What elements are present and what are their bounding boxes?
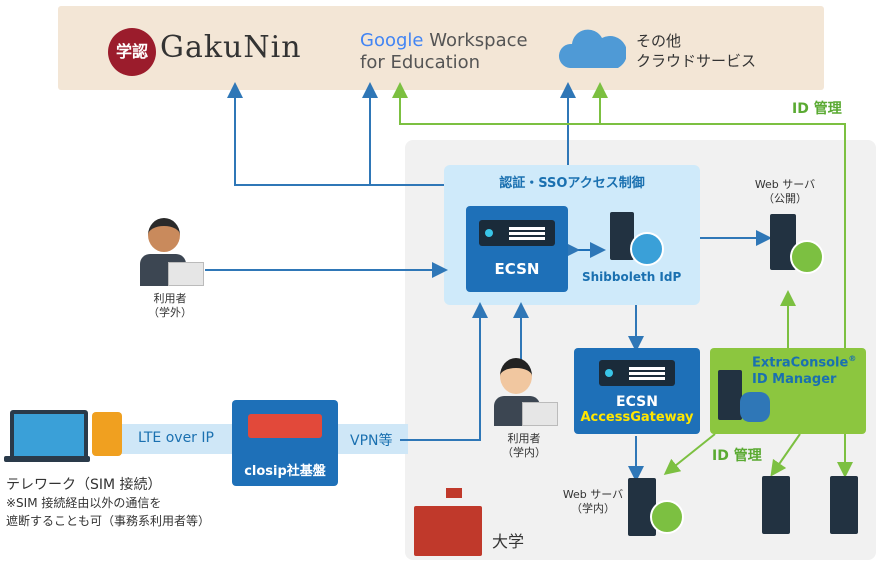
id-management-top-label: ID 管理 bbox=[792, 101, 842, 117]
web-public-line2: （公開） bbox=[763, 192, 807, 205]
other-cloud-line2: クラウドサービス bbox=[636, 52, 757, 70]
user-inside-line1: 利用者 bbox=[507, 432, 541, 445]
cloud-icon bbox=[559, 29, 626, 68]
ecsn-box: ECSN bbox=[466, 206, 568, 292]
user-outside-line1: 利用者 bbox=[153, 292, 187, 305]
telework-label: テレワーク（SIM 接続） bbox=[6, 477, 162, 493]
user-outside-avatar bbox=[148, 218, 180, 252]
user-inside-label: 利用者 （学内） bbox=[494, 432, 554, 460]
workspace-word: Workspace bbox=[429, 30, 528, 51]
registered-mark: ® bbox=[848, 354, 857, 363]
id-management-bottom-label: ID 管理 bbox=[712, 448, 762, 464]
user-outside-line2: （学外） bbox=[148, 306, 192, 319]
web-internal-globe-icon bbox=[650, 500, 684, 534]
lte-label: LTE over IP bbox=[138, 430, 214, 446]
database-icon bbox=[740, 392, 770, 422]
google-edu-text: for Education bbox=[360, 52, 481, 73]
web-server-internal-label: Web サーバ （学内） bbox=[548, 488, 638, 516]
extraconsole-title: ExtraConsole® bbox=[752, 354, 856, 370]
telework-note-line1: ※SIM 接続経由以外の通信を bbox=[6, 496, 162, 510]
telework-note-line2: 遮断することも可（事務系利用者等） bbox=[6, 514, 211, 528]
web-server-internal-icon bbox=[628, 478, 656, 536]
vpn-label: VPN等 bbox=[350, 433, 393, 449]
gakunin-logo: 学認 bbox=[108, 28, 156, 76]
web-internal-line1: Web サーバ bbox=[562, 488, 624, 501]
laptop-telework-icon bbox=[10, 410, 88, 462]
university-flag-icon bbox=[446, 488, 462, 498]
laptop-telework-base bbox=[4, 456, 90, 462]
google-logo-text: Google Workspace bbox=[360, 30, 528, 51]
web-internal-line2: （学内） bbox=[571, 502, 615, 515]
other-cloud-line1: その他 bbox=[636, 32, 682, 50]
extraconsole-server-icon bbox=[718, 370, 742, 420]
accessgateway-device-icon bbox=[599, 360, 675, 386]
university-label: 大学 bbox=[492, 532, 525, 551]
user-inside-avatar bbox=[500, 358, 532, 394]
sim-card-icon bbox=[92, 412, 122, 456]
laptop-outside-icon bbox=[168, 262, 204, 286]
server-icon-2 bbox=[830, 476, 858, 534]
laptop-inside-icon bbox=[522, 402, 558, 426]
user-inside-line2: （学内） bbox=[502, 446, 546, 459]
accessgateway-label1: ECSN bbox=[616, 394, 658, 410]
closip-box: closip社基盤 bbox=[232, 400, 338, 486]
shibboleth-label: Shibboleth IdP bbox=[582, 270, 682, 284]
closip-device-icon bbox=[248, 414, 322, 438]
web-public-line1: Web サーバ bbox=[754, 178, 816, 191]
cloud-services-band bbox=[58, 6, 824, 90]
user-outside-label: 利用者 （学外） bbox=[140, 292, 200, 320]
server-icon-1 bbox=[762, 476, 790, 534]
ecsn-device-icon bbox=[479, 220, 555, 246]
closip-label: closip社基盤 bbox=[244, 464, 326, 479]
extraconsole-subtitle: ID Manager bbox=[752, 372, 837, 387]
university-building-icon bbox=[414, 506, 482, 556]
sso-title: 認証・SSOアクセス制御 bbox=[499, 176, 645, 191]
web-server-public-label: Web サーバ （公開） bbox=[740, 178, 830, 206]
accessgateway-label2: AccessGateway bbox=[580, 410, 694, 425]
extraconsole-line1: ExtraConsole bbox=[752, 355, 849, 371]
gakunin-text: GakuNin bbox=[160, 30, 302, 65]
google-word: Google bbox=[360, 30, 424, 51]
ecsn-label: ECSN bbox=[494, 260, 540, 278]
ecsn-accessgateway-box: ECSN AccessGateway bbox=[574, 348, 700, 434]
globe-icon bbox=[630, 232, 664, 266]
web-public-globe-icon bbox=[790, 240, 824, 274]
